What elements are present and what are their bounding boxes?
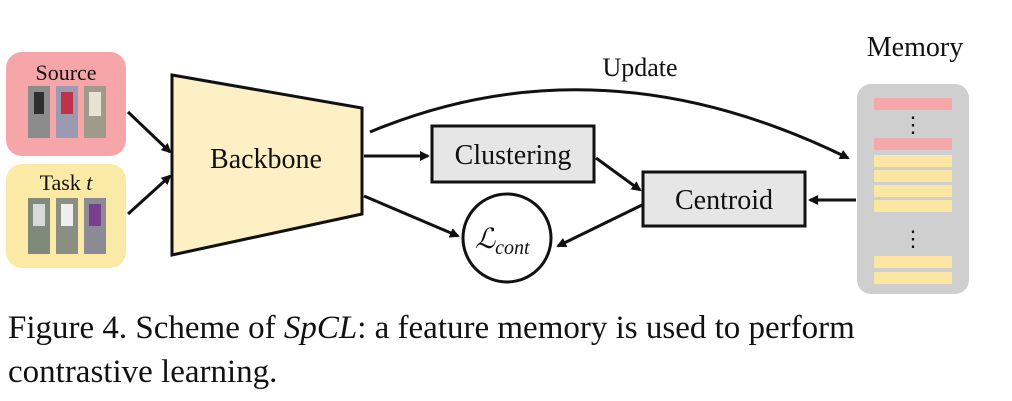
memory-row — [874, 98, 952, 110]
source-person-images — [28, 86, 106, 138]
figure-caption: Figure 4. Scheme of SpCL: a feature memo… — [8, 306, 1004, 394]
arrow-task-to-backbone — [126, 174, 172, 216]
memory-row — [874, 155, 952, 167]
task-label: Task t — [40, 170, 94, 195]
arrow-backbone-to-loss — [363, 194, 460, 238]
memory-row — [874, 200, 952, 212]
spcl-diagram: Source Task t Backbone Cluste — [6, 32, 969, 294]
ellipsis-icon: ⋮ — [902, 226, 924, 251]
clustering-block: Clustering — [430, 124, 596, 184]
arrow-source-to-backbone — [126, 110, 172, 154]
source-panel: Source — [6, 52, 126, 156]
clustering-label: Clustering — [455, 140, 572, 171]
memory-label: Memory — [867, 32, 963, 63]
arrow-clustering-to-centroid — [595, 156, 642, 192]
centroid-block: Centroid — [641, 170, 807, 228]
memory-row — [874, 185, 952, 197]
caption-prefix: Figure 4. Scheme of — [8, 310, 284, 346]
memory-bank: Memory ⋮ ⋮ — [857, 32, 969, 294]
loss-label: ℒcont — [475, 224, 530, 259]
task-panel: Task t — [6, 164, 126, 268]
caption-suffix: : a feature memory is used to perform co… — [8, 310, 855, 390]
contrastive-loss-node: ℒcont — [461, 192, 553, 284]
memory-row — [874, 170, 952, 182]
caption-method: SpCL — [283, 310, 358, 346]
backbone-block: Backbone — [170, 73, 364, 257]
backbone-label: Backbone — [210, 144, 322, 175]
centroid-label: Centroid — [675, 185, 773, 216]
ellipsis-icon: ⋮ — [902, 112, 924, 137]
update-label: Update — [602, 53, 677, 82]
task-person-images — [28, 198, 106, 254]
memory-row — [874, 272, 952, 284]
source-label: Source — [35, 60, 96, 85]
memory-row — [874, 256, 952, 268]
arrow-update-to-memory — [369, 88, 850, 160]
memory-row — [874, 138, 952, 150]
arrow-centroid-to-loss — [556, 203, 643, 248]
